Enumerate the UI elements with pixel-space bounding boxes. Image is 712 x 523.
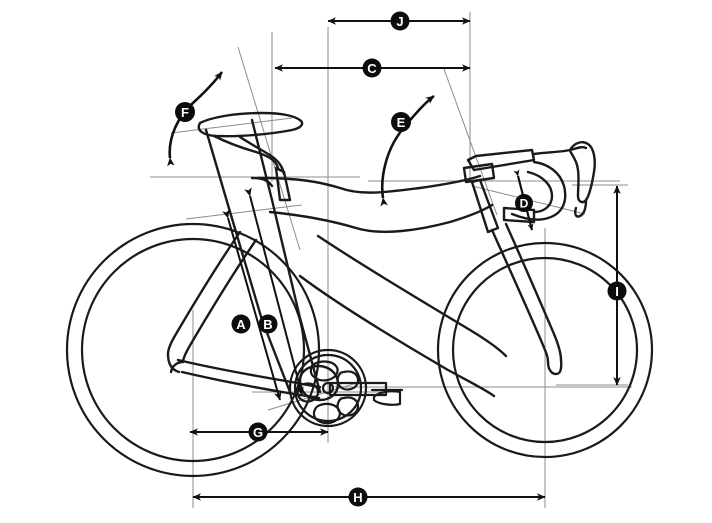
chainring-cutout-2 [336,370,360,391]
top-tube [256,174,482,194]
dimension-E-arc [380,94,435,207]
dimension-E: E [380,94,435,207]
dimension-I: I [607,185,627,386]
fork-blade [490,228,550,364]
construction-line-head-tube-extension [443,68,498,216]
down-tube-lower-edge [298,274,496,398]
rear-wheel-rim [80,237,306,463]
handlebar-top [532,145,588,156]
dimension-D-marker [515,194,533,212]
chainring-cutout-4 [312,402,341,425]
dimension-C-marker [362,58,382,78]
dimension-I-marker [607,281,627,301]
top-tube-lower-edge [268,203,494,233]
brake-lever-hood [568,141,596,204]
dimension-B-marker [258,314,278,334]
saddle-top [197,111,304,138]
fork-dropout [546,358,563,376]
dimension-F-arc [167,71,224,167]
construction-line-stem-angle-guide [185,204,303,220]
dimension-E-marker [391,112,411,132]
front-wheel-tire [436,241,654,459]
dimension-C: C [274,58,471,78]
brake-lever-blade [574,198,588,218]
fork-blade-rear-edge [504,222,563,362]
dimension-F-marker [175,102,195,122]
stem [466,148,536,172]
seat-stay-lower [181,238,258,364]
dimension-B-line [244,187,304,396]
dimension-G: G [189,422,329,442]
chainring-cutout-5 [336,396,360,417]
saddle-rail-nose-2 [238,135,286,176]
crank-arm [328,381,388,397]
dimension-G-marker [248,422,268,442]
chainring-cutout-1 [309,360,339,382]
seat-cluster [250,176,274,188]
handlebar-group [462,141,596,224]
crankset-group [288,348,404,428]
dimension-J: J [327,11,471,31]
headset-spacer [462,162,496,184]
dimension-H: H [192,487,546,507]
dimension-H-marker [348,487,368,507]
front-wheel-rim [451,256,639,444]
dimension-J-marker [390,11,410,31]
dimension-A-marker [231,314,251,334]
seat-stay-upper [166,230,242,356]
rear-dropout [166,352,185,374]
handlebar-drop-inner [526,170,554,214]
pedal [372,390,402,406]
bottom-bracket-axle [321,381,335,395]
seat-mast-rear-edge [250,118,322,394]
saddle-rail-nose [212,134,280,170]
frame-group [166,118,563,402]
dimension-F: F [167,71,224,167]
down-tube-upper-edge [316,234,508,358]
